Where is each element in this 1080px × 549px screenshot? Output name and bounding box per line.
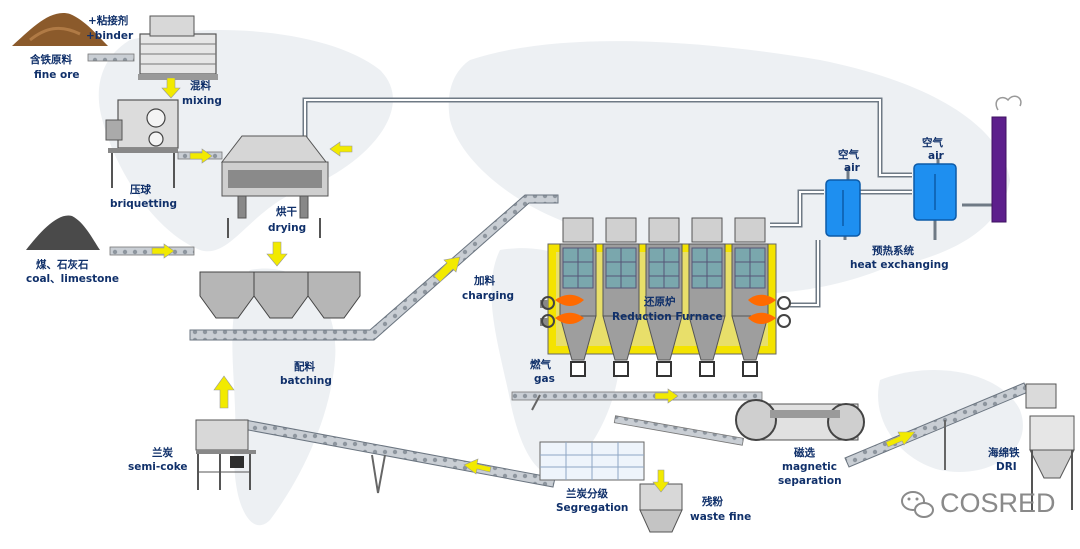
label-additive: +粘接剂: [88, 14, 128, 27]
arrow-coal: [151, 243, 175, 259]
label-magnetic-en1: magnetic: [782, 461, 837, 473]
label-drying-en: drying: [268, 222, 306, 234]
label-air1-en: air: [844, 162, 861, 174]
label-mixing-cn: 混料: [190, 79, 211, 92]
label-gas-en: gas: [534, 373, 555, 385]
arrow-up-batching: [213, 375, 235, 409]
label-coal-cn: 煤、石灰石: [36, 258, 89, 271]
furnace-discharge-conveyor: [511, 391, 763, 401]
label-ore-en: fine ore: [34, 69, 80, 81]
label-heat-cn: 预热系统: [872, 244, 914, 257]
label-segregation-en: Segregation: [556, 502, 628, 514]
label-segregation-cn: 兰炭分级: [566, 487, 608, 500]
label-furnace-cn: 还原炉: [643, 295, 676, 308]
label-briquetting-en: briquetting: [110, 198, 177, 210]
arrow-to-dryer: [189, 148, 213, 164]
label-magnetic-en2: separation: [778, 475, 842, 487]
label-briquetting-cn: 压球: [130, 183, 151, 196]
heat-exchanger-1: [825, 179, 861, 237]
label-batching-cn: 配料: [294, 360, 315, 373]
stage-labels: +粘接剂 +binder 含铁原料 fine ore 混料 mixing 压球 …: [26, 14, 1020, 523]
label-waste-en: waste fine: [690, 511, 751, 523]
arrow-into-dryer: [329, 141, 353, 157]
arrow-charging: [433, 256, 461, 283]
label-batching-en: batching: [280, 375, 332, 387]
label-waste-cn: 残粉: [702, 495, 723, 508]
label-coal-en: coal、limestone: [26, 273, 119, 285]
label-drying-cn: 烘干: [276, 205, 297, 218]
arrow-waste: [652, 469, 670, 493]
segregation-screen: [539, 441, 645, 481]
arrow-semi-coke-return: [463, 458, 492, 475]
label-charging-cn: 加料: [473, 274, 495, 287]
label-dri-en: DRI: [996, 461, 1017, 473]
heat-exchanger-2: [913, 163, 957, 221]
label-heat-en: heat exchanging: [850, 259, 949, 271]
magnetic-separator: [613, 399, 865, 446]
coal-pile: [26, 215, 100, 250]
wechat-icon: [901, 491, 934, 518]
label-gas-cn: 燃气: [530, 358, 551, 371]
dryer-machine: [220, 135, 329, 238]
label-semicoke-en: semi-coke: [128, 461, 188, 473]
arrow-to-mixing: [161, 77, 181, 99]
arrow-discharge: [654, 388, 679, 404]
arrow-to-hoppers: [266, 241, 288, 267]
mixer-machine: [87, 15, 218, 80]
label-air2-cn: 空气: [922, 136, 943, 149]
dri-silo: [1025, 383, 1075, 510]
chimney: [991, 95, 1022, 223]
gas-burners: [540, 294, 791, 328]
furnace-chamber: [731, 217, 769, 377]
batching-hoppers: [199, 271, 361, 319]
semi-coke-station: [195, 419, 256, 490]
conveyor-supports: [371, 394, 541, 494]
brand-name: COSRED: [940, 488, 1056, 518]
label-dri-cn: 海绵铁: [988, 446, 1020, 459]
label-air1-cn: 空气: [838, 148, 859, 161]
furnace-chamber: [602, 217, 640, 377]
label-binder: +binder: [86, 30, 134, 42]
label-air2-en: air: [928, 150, 945, 162]
furnace-chamber: [688, 217, 726, 377]
arrow-dri: [885, 431, 916, 448]
furnace-chamber: [645, 217, 683, 377]
label-semicoke-cn: 兰炭: [152, 446, 173, 459]
batching-charging-conveyor: [189, 194, 559, 341]
label-magnetic-cn: 磁选: [794, 446, 815, 459]
label-mixing-en: mixing: [182, 95, 222, 107]
label-ore-cn: 含铁原料: [30, 53, 72, 66]
label-charging-en: charging: [462, 290, 514, 302]
label-furnace-en: Reduction Furnace: [612, 311, 723, 323]
